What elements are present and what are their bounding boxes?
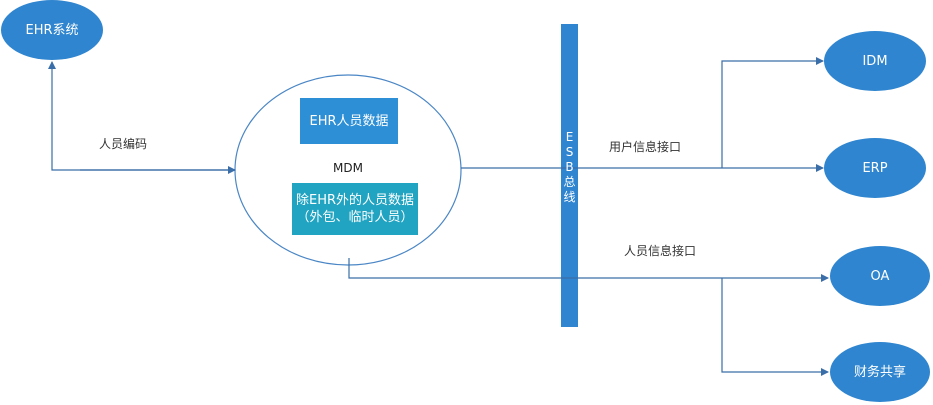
esb-char: 线: [563, 190, 576, 204]
edge-to-idm: [721, 57, 824, 168]
node-erp[interactable]: [824, 138, 926, 198]
edge-label-employee-code: 人员编码: [99, 137, 148, 151]
mdm-box-other-line2: （外包、临时人员）: [296, 210, 414, 225]
node-idm-label: IDM: [862, 53, 888, 69]
mdm-box-other-line1: 除EHR外的人员数据: [295, 193, 415, 208]
mdm-box-ehr-shape: [300, 98, 398, 144]
edge-mdm-to-ehr: [48, 61, 235, 171]
mdm-box-ehr-label: EHR人员数据: [309, 113, 389, 129]
mdm-title: MDM: [333, 160, 363, 175]
node-oa[interactable]: [830, 246, 930, 306]
node-erp-label: ERP: [862, 160, 888, 176]
node-idm[interactable]: [824, 31, 926, 91]
node-ehr[interactable]: [1, 0, 103, 60]
node-finance[interactable]: [830, 342, 930, 402]
edge-to-finance: [721, 278, 829, 376]
node-finance-label: 财务共享: [853, 364, 906, 380]
mdm-box-other-shape: [292, 183, 418, 235]
edge-label-person-info-api: 人员信息接口: [624, 244, 697, 258]
node-oa-label: OA: [870, 268, 890, 284]
edge-label-user-info-api: 用户信息接口: [609, 140, 682, 154]
node-ehr-label: EHR系统: [25, 22, 79, 38]
edge-to-oa: [348, 258, 829, 282]
esb-char: 总: [563, 175, 576, 189]
esb-bus-label: E S B 总 线: [561, 130, 578, 205]
esb-bus[interactable]: [561, 24, 578, 327]
mdm-box-other-label: 除EHR外的人员数据 （外包、临时人员）: [290, 183, 420, 235]
esb-char: B: [565, 160, 574, 174]
esb-char: S: [565, 145, 574, 159]
esb-char: E: [565, 130, 574, 144]
